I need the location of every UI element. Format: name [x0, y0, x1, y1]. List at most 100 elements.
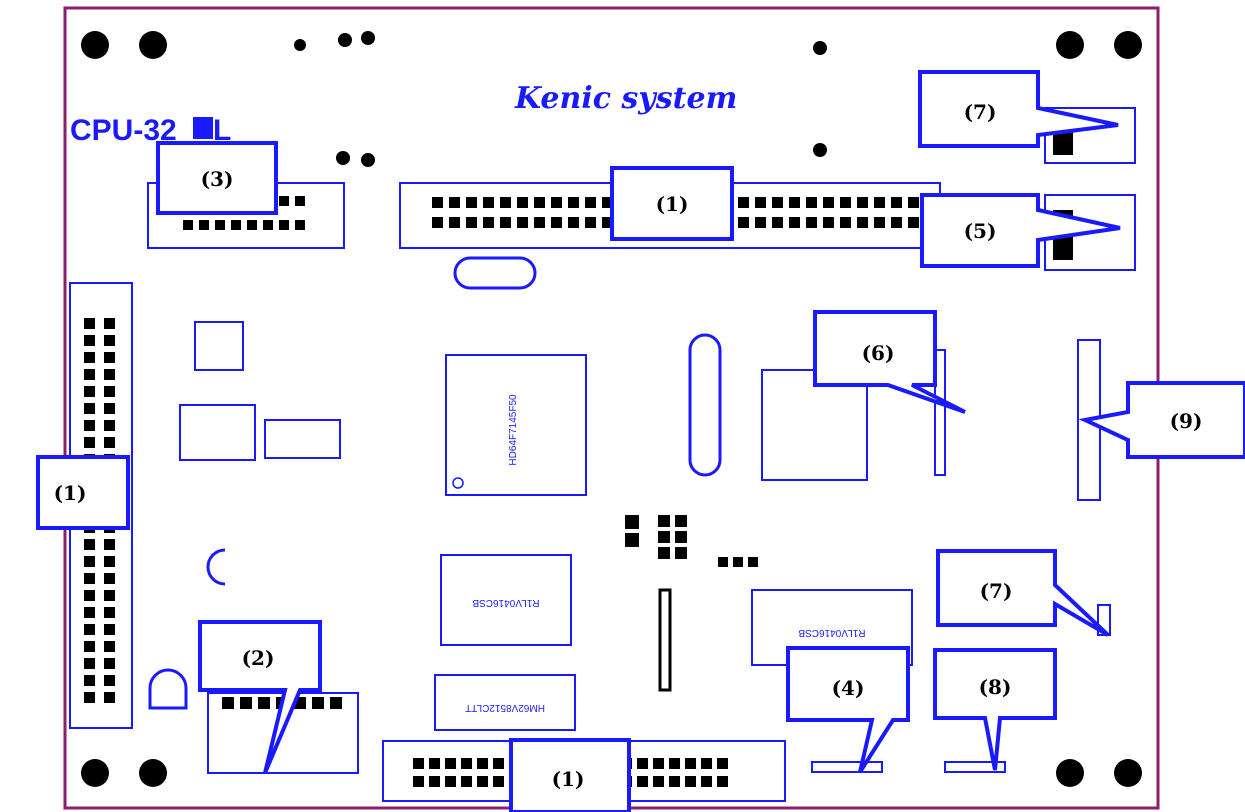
- header-pin: [602, 197, 613, 208]
- connector-4: [934, 349, 946, 476]
- header-pin: [738, 197, 749, 208]
- header-pin: [823, 197, 834, 208]
- header-pin: [84, 641, 95, 652]
- svg-text:(1): (1): [54, 481, 87, 505]
- header-pin: [755, 197, 766, 208]
- header-pin: [84, 403, 95, 414]
- header-pin: [874, 217, 885, 228]
- header-pin: [568, 217, 579, 228]
- header-pin: [104, 369, 115, 380]
- header-pin: [104, 403, 115, 414]
- header-pin: [477, 776, 488, 787]
- jumper-block: [625, 515, 758, 692]
- header-pin: [449, 217, 460, 228]
- header-pin: [701, 758, 712, 769]
- header-pin: [908, 197, 919, 208]
- header-pin: [857, 197, 868, 208]
- sram-chip-2: HM62V8512CLTT: [434, 674, 576, 731]
- svg-text:(1): (1): [552, 767, 585, 791]
- header-pin: [857, 217, 868, 228]
- header-pin: [445, 776, 456, 787]
- callout-7-upper: (7): [936, 549, 1110, 637]
- svg-text:(4): (4): [832, 676, 865, 700]
- header-pin: [500, 217, 511, 228]
- connector-7-upper: [1097, 604, 1111, 636]
- ic-u3: [179, 321, 341, 461]
- header-pin: [466, 217, 477, 228]
- header-pin: [104, 641, 115, 652]
- header-pin: [483, 197, 494, 208]
- header-pin: [585, 197, 596, 208]
- connector-7-lower: [944, 761, 1006, 773]
- header-pin: [84, 607, 95, 618]
- svg-text:(7): (7): [980, 579, 1013, 603]
- connector-6: [811, 761, 883, 773]
- header-pin: [84, 573, 95, 584]
- header-pin: [461, 758, 472, 769]
- header-pin: [466, 197, 477, 208]
- capacitor: [148, 548, 226, 710]
- header-pin: [806, 197, 817, 208]
- header-pin: [104, 675, 115, 686]
- header-pin: [840, 197, 851, 208]
- header-pin: [104, 437, 115, 448]
- header-pin: [653, 758, 664, 769]
- header-pin: [104, 573, 115, 584]
- svg-text:(5): (5): [964, 219, 997, 243]
- header-pin: [104, 624, 115, 635]
- header-pin: [104, 420, 115, 431]
- header-pin: [534, 197, 545, 208]
- header-pin: [685, 758, 696, 769]
- header-pin: [432, 197, 443, 208]
- header-pin: [823, 217, 834, 228]
- svg-text:(8): (8): [979, 675, 1012, 699]
- callout-1-bottom: (1): [509, 738, 631, 812]
- header-pin: [84, 369, 95, 380]
- svg-text:(6): (6): [862, 341, 895, 365]
- board-model-suffix: L: [213, 114, 231, 147]
- callout-5: (7): [918, 70, 1119, 148]
- header-pin: [717, 776, 728, 787]
- main-cpu-chip: HD64F7145F50: [445, 354, 587, 496]
- header-pin: [84, 420, 95, 431]
- header-pin: [413, 758, 424, 769]
- callout-8: (9): [1078, 381, 1245, 459]
- callout-3: (5): [920, 193, 1121, 268]
- header-pin: [84, 352, 95, 363]
- header-pin: [84, 539, 95, 550]
- callout-2: (2): [198, 620, 322, 774]
- callout-6: (4): [786, 646, 910, 774]
- header-pin: [669, 758, 680, 769]
- header-pin: [500, 197, 511, 208]
- header-pin: [104, 386, 115, 397]
- maker-logo: Kenic system: [514, 81, 737, 116]
- header-pin: [477, 758, 488, 769]
- header-pin: [772, 197, 783, 208]
- header-pin: [789, 217, 800, 228]
- header-pin: [717, 758, 728, 769]
- header-pin: [669, 776, 680, 787]
- header-pin: [483, 217, 494, 228]
- svg-text:(1): (1): [656, 192, 689, 216]
- header-pin: [84, 318, 95, 329]
- header-pin: [585, 217, 596, 228]
- header-pin: [755, 217, 766, 228]
- header-pin: [701, 776, 712, 787]
- header-pin: [104, 335, 115, 346]
- header-pin: [84, 590, 95, 601]
- header-pin: [517, 197, 528, 208]
- header-pin: [551, 217, 562, 228]
- callout-7-lower: (8): [933, 648, 1057, 771]
- svg-text:R1LV0416CSB: R1LV0416CSB: [798, 627, 865, 638]
- header-pin: [104, 692, 115, 703]
- svg-text:R1LV0416CSB: R1LV0416CSB: [472, 597, 539, 608]
- header-pin: [461, 776, 472, 787]
- callouts: (1) (1) (1) (2) (5) (6) (7): [36, 70, 1245, 812]
- header-pin: [772, 217, 783, 228]
- header-pin: [104, 318, 115, 329]
- header-pin: [874, 197, 885, 208]
- header-pin: [104, 590, 115, 601]
- header-pin: [685, 776, 696, 787]
- header-pin: [429, 758, 440, 769]
- header-pin: [84, 658, 95, 669]
